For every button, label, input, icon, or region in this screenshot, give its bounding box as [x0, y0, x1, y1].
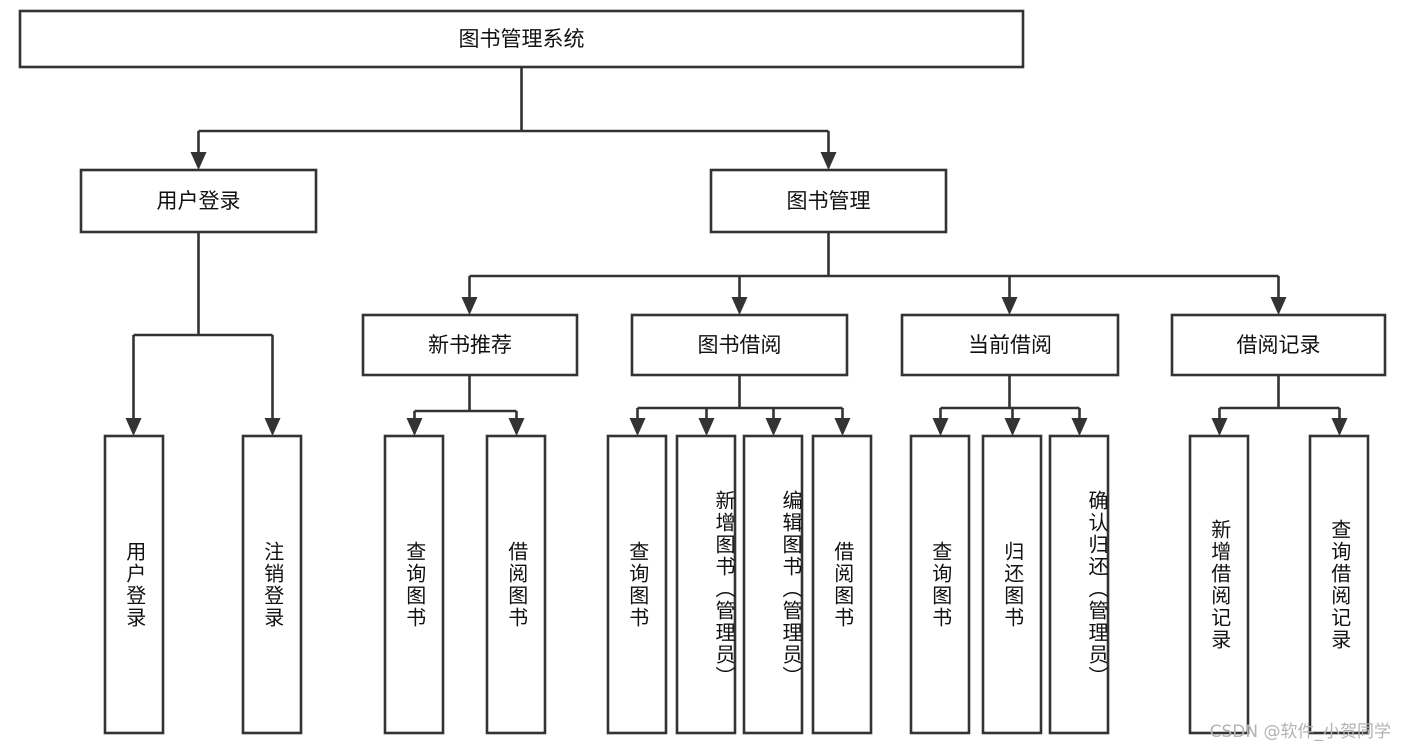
node-borrow-record[interactable]: 借阅记录	[1170, 313, 1387, 377]
arrowhead-cur-3	[1071, 418, 1088, 436]
connector-group-borrow-record	[1211, 375, 1348, 436]
connector-group-current-borrow	[932, 375, 1088, 436]
arrowhead-bor-4	[834, 418, 851, 436]
node-user-login[interactable]: 用户登录	[79, 168, 318, 234]
arrowhead-user-login-2	[264, 418, 281, 436]
node-root-rect[interactable]	[18, 9, 1025, 69]
leaf-rect-cur-query-book[interactable]	[909, 434, 971, 735]
leaf-rect-cur-confirm[interactable]	[1048, 434, 1110, 735]
connector-group-book-manage	[461, 232, 1287, 315]
arrowhead-root-to-user-login	[190, 152, 207, 170]
node-user-login-rect[interactable]	[79, 168, 318, 234]
connector-group-root	[190, 67, 837, 170]
node-new-book-recommend-rect[interactable]	[361, 313, 579, 377]
arrowhead-bor-1	[629, 418, 646, 436]
connector-group-new-book-recommend	[406, 375, 525, 436]
node-new-book-recommend-label: 新书推荐	[428, 333, 512, 357]
node-book-borrow[interactable]: 图书借阅	[630, 313, 849, 377]
leaf-rect-rcd-query[interactable]	[1308, 434, 1370, 735]
node-root[interactable]: 图书管理系统	[18, 9, 1025, 69]
connector-group-book-borrow	[629, 375, 851, 436]
leaf-rect-rec-query-book[interactable]	[383, 434, 445, 735]
node-borrow-record-label: 借阅记录	[1237, 333, 1321, 357]
leaf-rect-rcd-add[interactable]	[1188, 434, 1250, 735]
node-current-borrow[interactable]: 当前借阅	[900, 313, 1120, 377]
arrowhead-cur-2	[1004, 418, 1021, 436]
connector-group-user-login	[125, 232, 281, 436]
arrowhead-book-manage-4	[1270, 297, 1287, 315]
leaf-rect-cur-return-book[interactable]	[981, 434, 1043, 735]
leaf-rect-rec-borrow-book[interactable]	[485, 434, 547, 735]
arrowhead-rcd-1	[1211, 418, 1228, 436]
leaf-rect-bor-edit-book[interactable]	[742, 434, 804, 735]
node-book-borrow-label: 图书借阅	[698, 333, 782, 357]
node-current-borrow-rect[interactable]	[900, 313, 1120, 377]
leaf-boxes	[103, 434, 1370, 735]
node-book-manage-label: 图书管理	[787, 189, 871, 213]
node-book-manage-rect[interactable]	[709, 168, 948, 234]
leaf-rect-bor-borrow-book[interactable]	[811, 434, 873, 735]
arrowhead-rec-1	[406, 418, 423, 436]
leaf-rect-bor-add-book[interactable]	[675, 434, 737, 735]
leaf-rect-bor-query-book[interactable]	[606, 434, 668, 735]
arrowhead-bor-3	[765, 418, 782, 436]
arrowhead-bor-2	[698, 418, 715, 436]
arrowhead-cur-1	[932, 418, 949, 436]
node-borrow-record-rect[interactable]	[1170, 313, 1387, 377]
node-current-borrow-label: 当前借阅	[968, 333, 1052, 357]
leaf-rect-user-logout[interactable]	[241, 434, 303, 735]
node-book-borrow-rect[interactable]	[630, 313, 849, 377]
arrowhead-book-manage-3	[1001, 297, 1018, 315]
node-root-label: 图书管理系统	[459, 27, 585, 51]
csdn-watermark: CSDN @软件_小贺同学	[1209, 722, 1391, 742]
arrowhead-rcd-2	[1331, 418, 1348, 436]
node-user-login-label: 用户登录	[157, 189, 241, 213]
arrowhead-book-manage-2	[731, 297, 748, 315]
arrowhead-user-login-1	[125, 418, 142, 436]
arrowhead-book-manage-1	[461, 297, 478, 315]
node-book-manage[interactable]: 图书管理	[709, 168, 948, 234]
arrowhead-rec-2	[508, 418, 525, 436]
arrowhead-root-to-book-manage	[820, 152, 837, 170]
node-new-book-recommend[interactable]: 新书推荐	[361, 313, 579, 377]
leaf-rect-user-login[interactable]	[103, 434, 165, 735]
